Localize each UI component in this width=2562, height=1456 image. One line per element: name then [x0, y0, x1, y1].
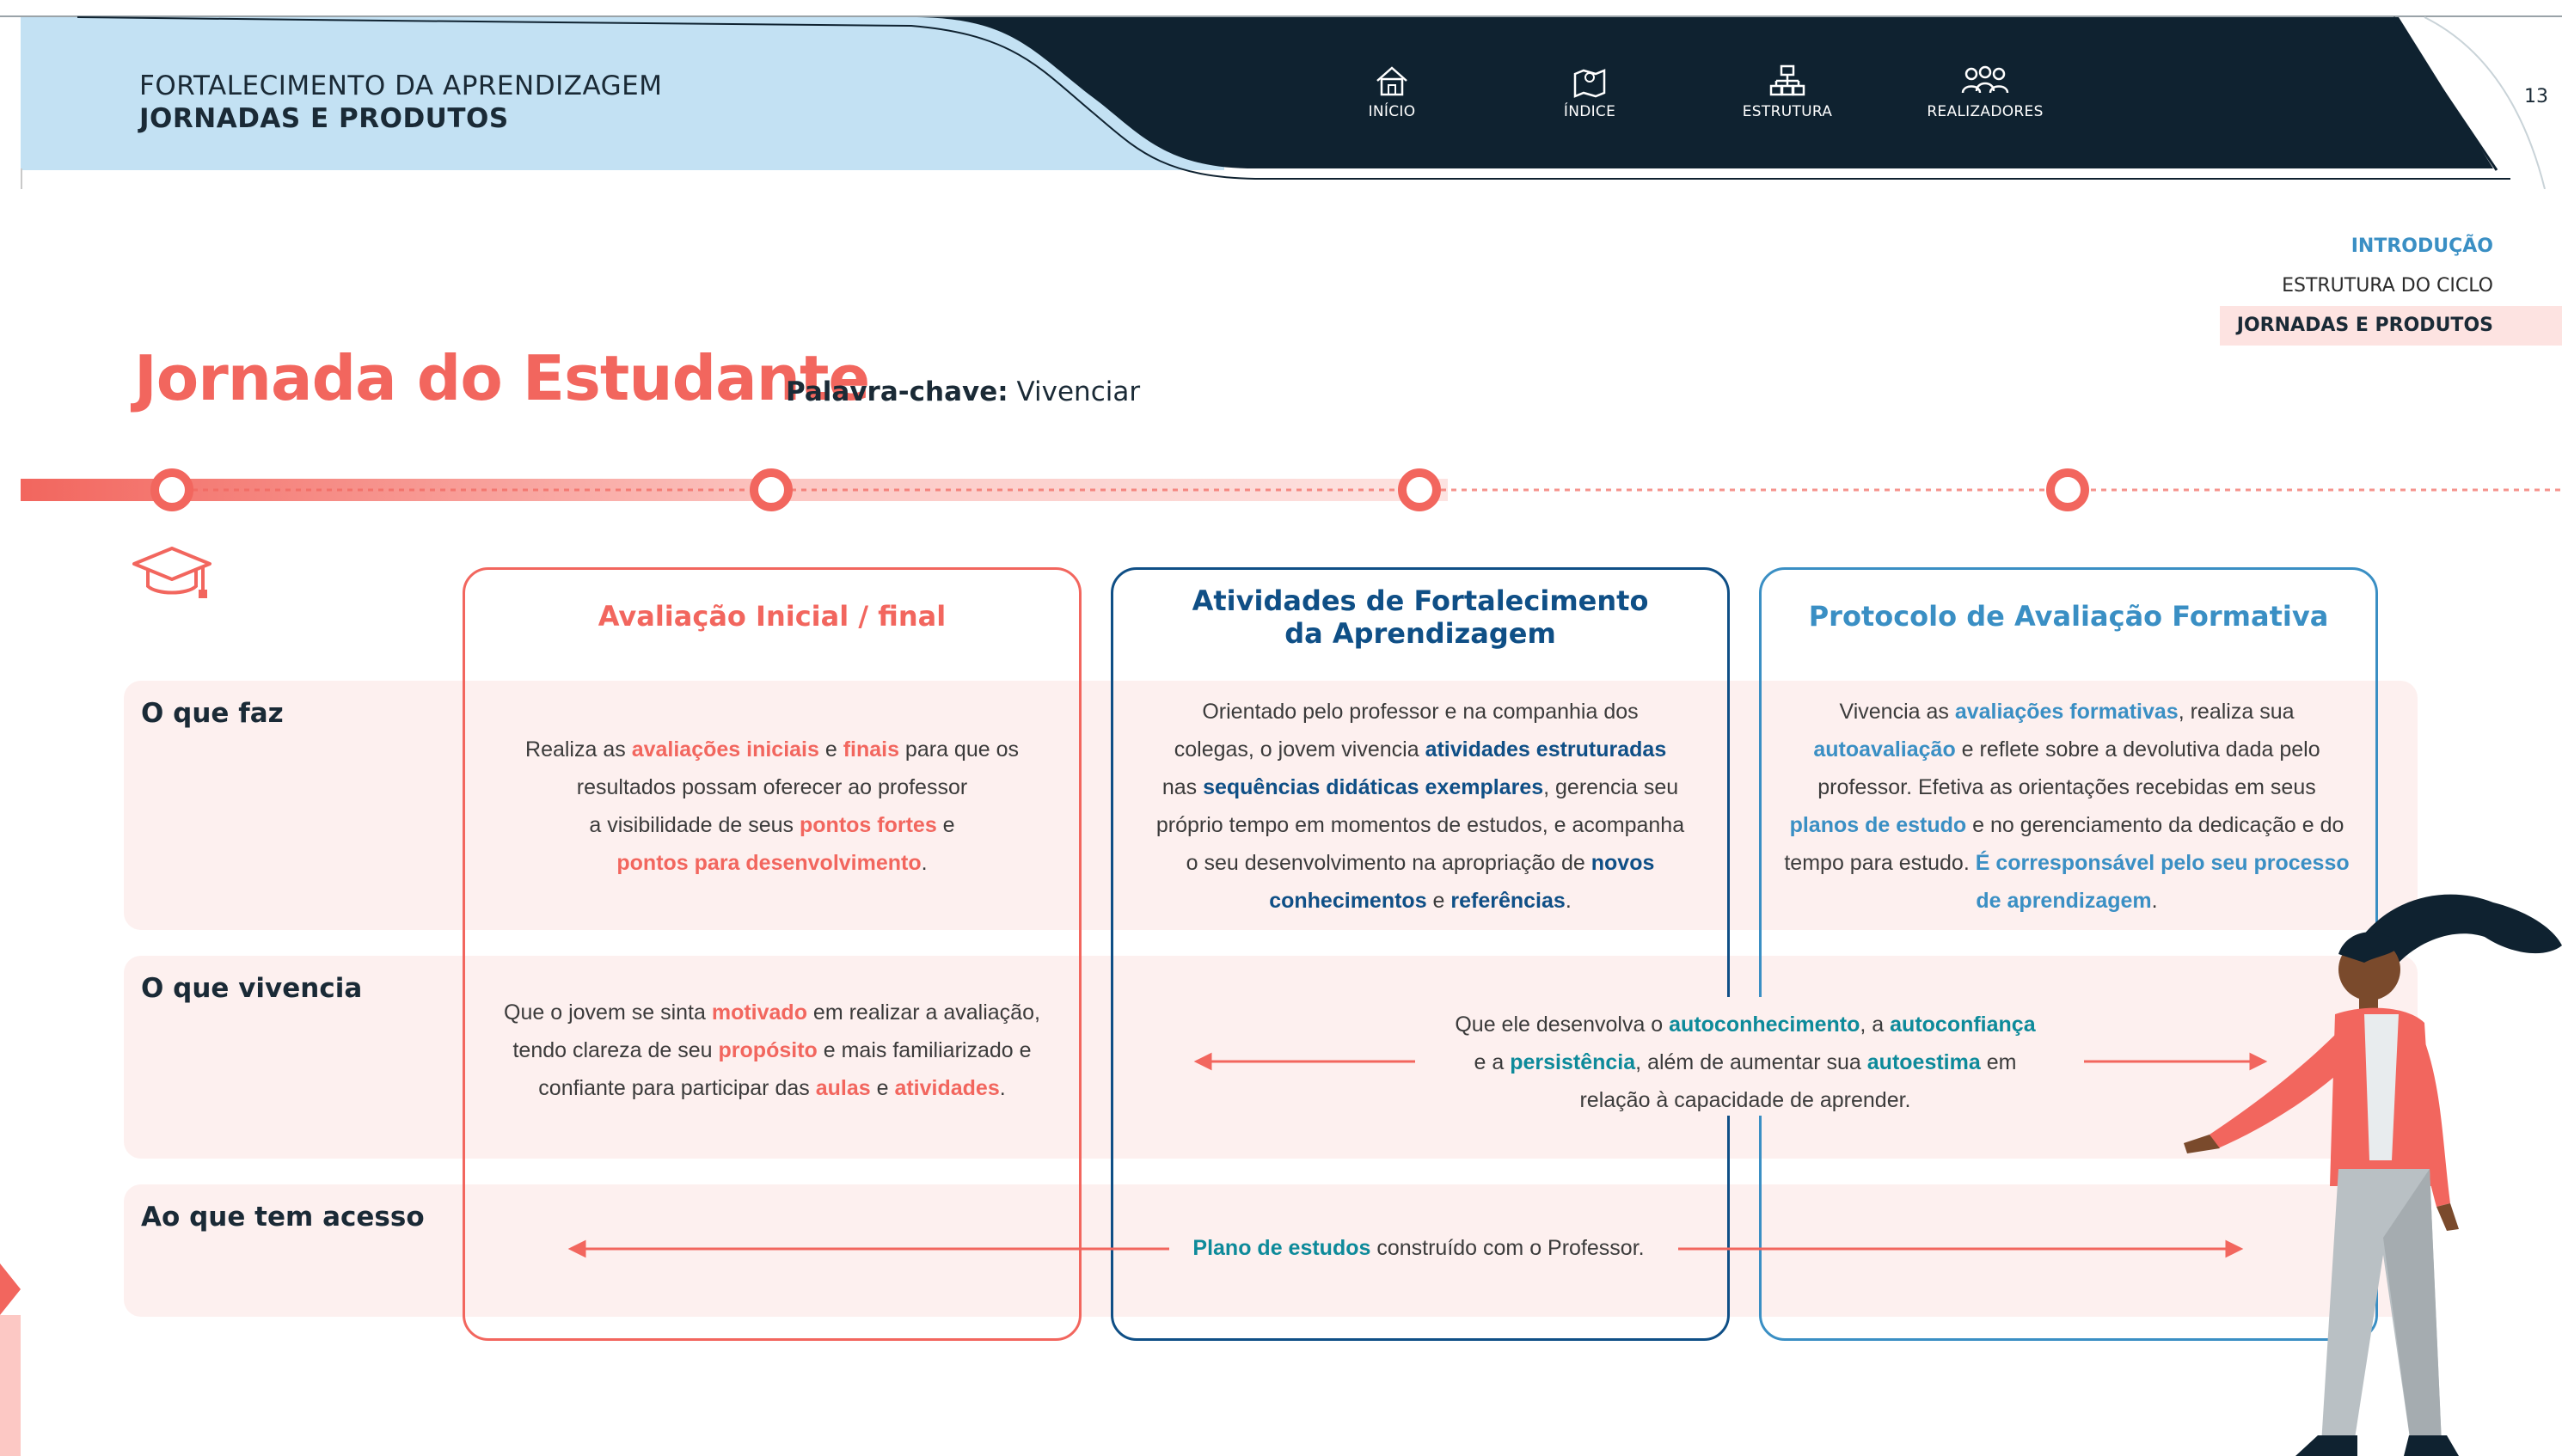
nav-realizadores-label: REALIZADORES	[1927, 103, 2044, 120]
cell-vivencia-shared-backdrop	[1427, 997, 2063, 1116]
keyword: Palavra-chave: Vivenciar	[786, 376, 1140, 407]
timeline-marker-4	[2046, 468, 2089, 511]
structure-icon	[1769, 64, 1805, 96]
cell-avaliacao-o-que-vivencia: Que o jovem se sinta motivado em realiza…	[504, 1000, 1040, 1100]
cell-acesso-backdrop	[1169, 1220, 1668, 1272]
keyword-value: Vivenciar	[1016, 376, 1141, 407]
cell-atividades-o-que-faz: Orientado pelo professor e na companhia …	[1155, 700, 1685, 913]
nav-inicio-label: INÍCIO	[1368, 103, 1416, 120]
section-nav-introducao[interactable]: INTRODUÇÃO	[2351, 236, 2493, 257]
map-icon	[1573, 69, 1606, 98]
column-title-avaliacao: Avaliação Inicial / final	[598, 600, 947, 633]
row-o-que-faz-background	[124, 681, 2418, 930]
page-number: 13	[2524, 86, 2548, 107]
student-illustration	[2184, 894, 2562, 1456]
column-title-atividades: Atividades de Fortalecimento da Aprendiz…	[1111, 584, 1730, 651]
timeline-marker-1	[150, 468, 193, 511]
keyword-label: Palavra-chave:	[786, 376, 1008, 407]
column-title-protocolo: Protocolo de Avaliação Formativa	[1808, 600, 2329, 633]
section-nav-jornadas-e-produtos[interactable]: JORNADAS E PRODUTOS	[2220, 306, 2562, 346]
cell-protocolo-o-que-faz: Vivencia as avaliações formativas, reali…	[1784, 700, 2350, 913]
nav-inicio[interactable]: INÍCIO	[1319, 64, 1465, 120]
nav-indice[interactable]: ÍNDICE	[1517, 64, 1663, 120]
nav-realizadores[interactable]: REALIZADORES	[1912, 64, 2058, 120]
nav-estrutura[interactable]: ESTRUTURA	[1714, 64, 1860, 120]
section-nav: INTRODUÇÃO ESTRUTURA DO CICLO JORNADAS E…	[2201, 227, 2562, 346]
graduation-cap-icon	[132, 547, 211, 598]
cell-avaliacao-o-que-faz: Realiza as avaliações iniciais e finais …	[525, 737, 1019, 875]
column-atividades-box	[1111, 567, 1730, 1341]
header-background	[0, 15, 2562, 189]
cell-ao-que-tem-acesso: Plano de estudos construído com o Profes…	[1192, 1236, 1645, 1260]
header-title-line1: FORTALECIMENTO DA APRENDIZAGEM	[139, 70, 663, 101]
section-nav-estrutura-do-ciclo[interactable]: ESTRUTURA DO CICLO	[2282, 275, 2493, 297]
row-label-o-que-vivencia: O que vivencia	[141, 973, 363, 1004]
nav-estrutura-label: ESTRUTURA	[1742, 103, 1833, 120]
page-title: Jornada do Estudante	[134, 342, 870, 414]
people-icon	[1961, 65, 2009, 94]
timeline-marker-3	[1398, 468, 1441, 511]
column-title-atividades-line2: da Aprendizagem	[1284, 617, 1556, 651]
timeline	[21, 468, 2562, 511]
cell-atividades-protocolo-o-que-vivencia: Que ele desenvolva o autoconhecimento, a…	[1455, 1012, 2036, 1112]
timeline-marker-2	[750, 468, 793, 511]
column-avaliacao-box	[463, 567, 1082, 1341]
column-title-atividades-line1: Atividades de Fortalecimento	[1192, 584, 1649, 617]
row-label-o-que-faz: O que faz	[141, 698, 284, 729]
header-title-line2: JORNADAS E PRODUTOS	[139, 103, 509, 134]
home-icon	[1376, 66, 1407, 96]
left-edge-decoration	[0, 1263, 21, 1456]
nav-indice-label: ÍNDICE	[1563, 103, 1616, 120]
row-label-ao-que-tem-acesso: Ao que tem acesso	[141, 1202, 425, 1233]
